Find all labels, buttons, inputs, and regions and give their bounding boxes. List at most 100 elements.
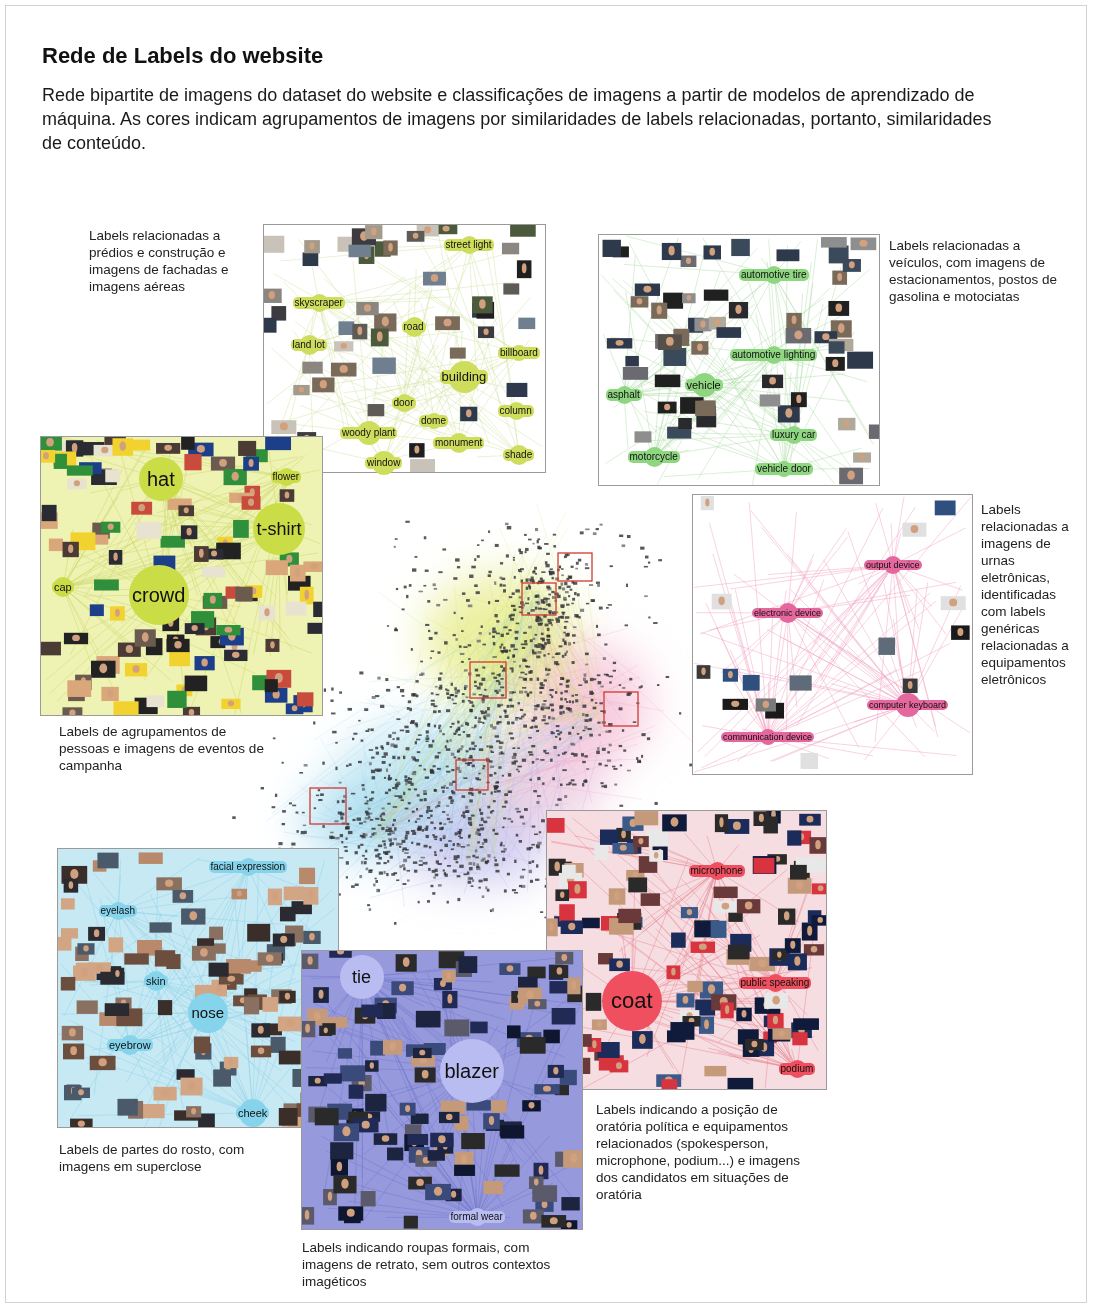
image-node <box>438 571 442 573</box>
image-node <box>389 840 392 842</box>
image-node <box>489 774 492 777</box>
image-node <box>430 885 433 887</box>
image-node <box>446 787 449 789</box>
image-node <box>553 746 556 749</box>
image-node <box>358 720 360 722</box>
image-node <box>619 805 623 807</box>
network-edge <box>371 583 532 815</box>
image-node <box>363 821 366 823</box>
image-node <box>561 612 565 614</box>
image-node <box>468 834 471 836</box>
image-node <box>568 642 571 645</box>
image-node <box>464 687 466 690</box>
image-node <box>457 566 460 568</box>
image-node <box>532 720 535 722</box>
image-node <box>510 644 514 647</box>
image-node <box>541 599 545 601</box>
image-node <box>384 752 388 755</box>
image-node <box>522 647 525 649</box>
image-node <box>609 744 612 746</box>
image-node <box>510 705 514 708</box>
image-node <box>451 769 454 771</box>
network-edge <box>430 592 526 666</box>
image-node <box>549 572 553 575</box>
image-node <box>534 567 537 570</box>
image-node <box>548 716 550 719</box>
network-edge <box>466 708 498 868</box>
network-edge <box>528 631 603 726</box>
image-node <box>394 922 396 925</box>
image-node <box>392 787 395 789</box>
image-node <box>498 766 501 768</box>
image-thumbnail <box>371 329 389 347</box>
network-edge <box>300 786 362 837</box>
image-node <box>400 689 404 692</box>
image-node <box>520 876 524 879</box>
image-node <box>301 831 305 834</box>
image-node <box>386 851 390 853</box>
image-node <box>318 799 322 801</box>
image-node <box>434 789 437 792</box>
image-node <box>365 730 369 732</box>
image-thumbnail <box>271 420 296 434</box>
image-node <box>562 587 565 590</box>
image-node <box>484 840 487 843</box>
image-thumbnail-bg <box>502 243 519 255</box>
image-node <box>565 633 569 636</box>
image-node <box>591 699 594 702</box>
image-node <box>582 783 584 786</box>
image-node <box>443 599 447 601</box>
image-node <box>528 671 531 674</box>
image-node <box>550 704 554 707</box>
image-node <box>351 793 355 795</box>
image-node <box>455 558 459 561</box>
image-node <box>518 771 520 773</box>
image-node <box>396 879 399 881</box>
image-node <box>402 608 405 610</box>
image-node <box>482 842 484 845</box>
image-node <box>534 708 537 710</box>
image-node <box>351 885 355 888</box>
image-node <box>540 687 544 689</box>
image-node <box>432 892 435 895</box>
image-node <box>393 819 396 821</box>
image-node <box>461 630 464 632</box>
image-node <box>411 830 415 832</box>
image-node <box>289 802 292 804</box>
image-node <box>378 824 382 826</box>
image-node <box>461 661 464 663</box>
image-node <box>303 825 306 827</box>
image-node <box>640 547 644 550</box>
image-node <box>468 604 472 607</box>
image-node <box>608 604 612 606</box>
image-node <box>392 732 396 734</box>
image-node <box>570 589 573 591</box>
image-node <box>375 747 378 750</box>
image-node <box>441 827 444 830</box>
image-node <box>593 678 596 680</box>
image-thumbnail-face <box>280 423 288 431</box>
image-node <box>574 614 578 617</box>
image-node <box>364 802 368 804</box>
network-edge <box>455 595 528 613</box>
image-node <box>535 607 537 610</box>
image-node <box>514 892 518 894</box>
image-node <box>501 851 505 853</box>
image-node <box>562 655 565 658</box>
network-edge <box>380 673 511 811</box>
image-node <box>512 747 515 749</box>
image-node <box>605 765 608 767</box>
image-node <box>619 707 623 710</box>
image-node <box>559 711 562 714</box>
image-node <box>503 589 506 592</box>
image-node <box>548 622 552 625</box>
image-node <box>531 719 534 721</box>
image-node <box>451 723 454 725</box>
image-node <box>384 871 386 874</box>
image-node <box>481 625 483 628</box>
image-node <box>338 811 342 814</box>
image-node <box>438 725 441 727</box>
image-node <box>520 816 524 819</box>
image-node <box>442 790 444 793</box>
image-node <box>425 624 429 626</box>
